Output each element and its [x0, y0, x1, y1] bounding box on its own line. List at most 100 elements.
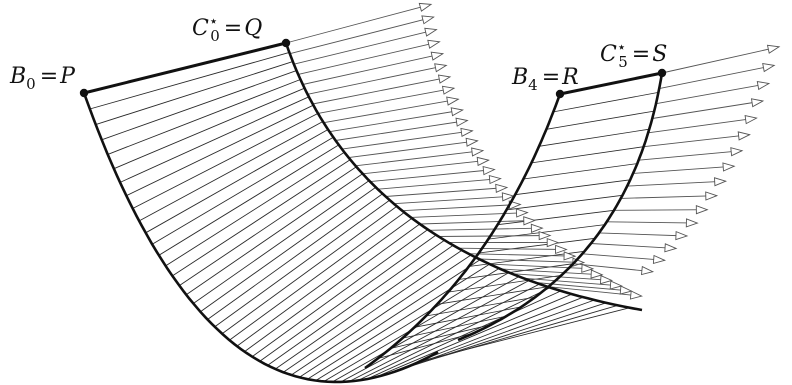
- ruling-arrowhead: [434, 63, 448, 73]
- ruling-arrow-shaft: [355, 150, 484, 167]
- ruling-line: [299, 259, 481, 378]
- ruling-line: [546, 110, 655, 130]
- ruling-arrowhead: [750, 98, 765, 108]
- ruling-arrowhead: [599, 275, 614, 285]
- ruling-line: [244, 223, 421, 352]
- ruling-line: [553, 92, 659, 113]
- ruling-arrow-shaft: [478, 258, 584, 264]
- ruling-arrow-shaft: [606, 221, 698, 224]
- ruling-arrowhead: [523, 216, 537, 226]
- ruling-line: [113, 87, 305, 170]
- point-q: [281, 38, 291, 48]
- ruling-line: [488, 224, 605, 240]
- ruling-line: [229, 212, 405, 341]
- ruling-line: [259, 234, 437, 362]
- ruling-arrowhead: [471, 147, 485, 157]
- ruling-line: [478, 237, 596, 254]
- rulings: [89, 51, 659, 383]
- label-s: C⋆5=S: [600, 38, 667, 71]
- ruling-arrowhead: [488, 175, 502, 185]
- ruling-line: [458, 263, 574, 280]
- ruling-line: [425, 296, 536, 317]
- ruling-line: [200, 186, 377, 313]
- ruling-arrow-shaft: [458, 247, 567, 250]
- ruling-arrow-shaft: [370, 169, 495, 183]
- ruling-arrow-shaft: [468, 253, 576, 257]
- ruling-arrowhead: [424, 27, 438, 37]
- ruling-arrow-shaft: [652, 100, 763, 119]
- ruling-line: [497, 209, 615, 226]
- ruling-arrow-shaft: [438, 235, 551, 237]
- ruling-arrow-shaft: [329, 109, 463, 133]
- ruling-arrow-shaft: [511, 273, 612, 281]
- ruling-arrow-shaft: [362, 159, 489, 175]
- ruling-arrowhead: [664, 243, 678, 253]
- ruling-line: [132, 112, 319, 209]
- ruling-line: [377, 332, 476, 359]
- ruling-arrowhead: [501, 192, 515, 202]
- ruling-line: [375, 293, 573, 378]
- ruling-arrow-shaft: [643, 134, 750, 148]
- ruling-line: [138, 121, 324, 222]
- ruling-line: [357, 287, 551, 381]
- ruling-line: [89, 51, 290, 110]
- ruling-arrowhead: [705, 191, 719, 201]
- ruling-line: [283, 249, 463, 373]
- ruling-arrow-shaft: [627, 180, 726, 187]
- ruling-line: [531, 146, 644, 164]
- ruling-line: [291, 254, 472, 376]
- ruling-arrowhead: [762, 63, 776, 73]
- ruling-line: [402, 315, 507, 339]
- ruling-line: [101, 70, 297, 141]
- ruling-arrow-shaft: [285, 3, 432, 44]
- ruling-arrow-shaft: [489, 263, 593, 270]
- ruling-arrow-shaft: [547, 286, 642, 297]
- ruling-line: [390, 324, 492, 349]
- ruling-line: [515, 179, 631, 196]
- ruling-arrowhead: [652, 254, 667, 265]
- label-r: B4=R: [511, 65, 579, 94]
- ruling-arrowhead: [629, 290, 643, 300]
- ruling-arrowhead: [465, 137, 479, 147]
- ruling-arrowhead: [538, 230, 552, 241]
- ruling-arrowhead: [418, 2, 433, 12]
- ruling-arrowhead: [563, 251, 577, 261]
- ruling-line: [107, 79, 301, 155]
- ruling-arrow-shaft: [655, 83, 769, 105]
- ruling-line: [158, 144, 340, 256]
- boundary-curves: [82, 41, 664, 384]
- ruling-arrowhead: [730, 147, 744, 157]
- ruling-line: [119, 96, 309, 183]
- ruling-line: [419, 307, 630, 362]
- ruling-line: [275, 244, 454, 370]
- ruling-arrow-shaft: [613, 209, 708, 211]
- ruling-line: [179, 166, 357, 286]
- ruling-line: [447, 275, 562, 293]
- ruling-line: [414, 306, 522, 328]
- ruling-arrow-shaft: [661, 46, 780, 74]
- segment-pq: [83, 41, 287, 95]
- label-p: B0=P: [9, 64, 76, 93]
- ruling-arrow-shaft: [317, 87, 455, 114]
- ruling-arrow-shaft: [648, 117, 757, 134]
- ruling-arrow-shaft: [638, 150, 743, 161]
- ruling-line: [214, 199, 390, 328]
- ruling-arrowhead: [581, 263, 595, 273]
- point-p: [79, 88, 89, 98]
- ruling-line: [506, 194, 623, 211]
- ruling-arrow-shaft: [429, 227, 543, 231]
- ruling-arrowhead: [609, 280, 623, 290]
- ruling-line: [366, 290, 562, 380]
- ruling-line: [185, 173, 363, 296]
- ruling-arrowhead: [766, 44, 781, 54]
- ruling-arrow-shaft: [302, 53, 443, 85]
- ruling-arrowhead: [455, 117, 469, 127]
- ruling-line: [267, 239, 445, 366]
- ruling-arrowhead: [476, 156, 490, 167]
- ruling-arrow-shaft: [393, 195, 514, 205]
- left-boundary-curve: [82, 92, 439, 384]
- ruling-line: [172, 159, 351, 277]
- ruling-arrow-shaft: [289, 16, 434, 55]
- ruling-arrowhead: [546, 237, 560, 248]
- ruling-arrowhead: [460, 127, 474, 137]
